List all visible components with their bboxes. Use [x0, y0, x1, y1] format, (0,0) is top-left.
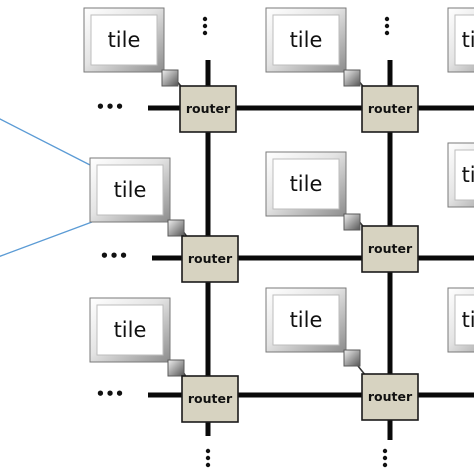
router-label: router	[186, 101, 231, 116]
ellipsis-top-col-1	[202, 16, 208, 36]
router-3: router	[181, 235, 239, 283]
dot	[382, 462, 388, 468]
tile-connector	[343, 213, 361, 231]
tile-6: tile	[447, 142, 474, 208]
router-4: router	[361, 225, 419, 273]
router-6: router	[361, 373, 419, 421]
router-label: router	[188, 251, 233, 266]
dot	[382, 448, 388, 454]
tile-label: tile	[290, 28, 323, 52]
dot	[202, 16, 208, 22]
tiles: tile tile tile tile tile tile tile tile tile	[83, 7, 474, 377]
router-box	[179, 85, 237, 133]
router-5: router	[181, 375, 239, 423]
tile-label: tile	[462, 308, 474, 332]
router-box	[181, 235, 239, 283]
dot	[202, 30, 208, 36]
tile-5: tile	[265, 151, 361, 231]
tile-7: tile	[89, 297, 185, 377]
ellipsis-left-row-1: •••	[96, 98, 125, 116]
dot	[382, 455, 388, 461]
continuation-dots: ••• ••• •••	[96, 16, 390, 468]
callout-line-top	[0, 118, 93, 167]
tile-face	[272, 14, 340, 66]
dot	[384, 23, 390, 29]
dot	[384, 30, 390, 36]
tile-8: tile	[265, 287, 361, 367]
router-2: router	[361, 85, 419, 133]
tile-label: tile	[290, 172, 323, 196]
tile-label: tile	[462, 163, 474, 187]
tile-4: tile	[89, 157, 185, 237]
tile-face	[454, 14, 474, 66]
callout-line-bottom	[0, 221, 93, 257]
tile-face	[96, 304, 164, 356]
tile-9: tile	[447, 287, 474, 353]
router-label: router	[368, 241, 413, 256]
tile-face	[454, 294, 474, 346]
tile-label: tile	[290, 308, 323, 332]
tile-connector	[167, 359, 185, 377]
tile-connector	[161, 69, 179, 87]
tile-label: tile	[114, 318, 147, 342]
router-label: router	[368, 389, 413, 404]
tile-2: tile	[265, 7, 361, 87]
ellipsis-left-row-2: •••	[100, 247, 129, 265]
router-box	[361, 373, 419, 421]
dot	[205, 462, 211, 468]
ellipsis-bottom-col-1	[205, 448, 211, 468]
tile-connector	[343, 69, 361, 87]
callout-lines	[0, 118, 93, 257]
tile-label: tile	[462, 28, 474, 52]
router-1: router	[179, 85, 237, 133]
router-label: router	[368, 101, 413, 116]
tile-label: tile	[114, 178, 147, 202]
dot	[384, 16, 390, 22]
dot	[205, 448, 211, 454]
ellipsis-top-col-2	[384, 16, 390, 36]
router-label: router	[188, 391, 233, 406]
router-box	[181, 375, 239, 423]
tile-face	[454, 149, 474, 201]
tile-face	[272, 294, 340, 346]
router-box	[361, 85, 419, 133]
dot	[205, 455, 211, 461]
tile-face	[272, 158, 340, 210]
dot	[202, 23, 208, 29]
ellipsis-left-row-3: •••	[96, 385, 125, 403]
router-box	[361, 225, 419, 273]
tile-connector	[343, 349, 361, 367]
tile-3: tile	[447, 7, 474, 73]
tile-face	[90, 14, 158, 66]
ellipsis-bottom-col-2	[382, 448, 388, 468]
tile-connector	[167, 219, 185, 237]
tile-label: tile	[108, 28, 141, 52]
routers: router router router router router router	[179, 85, 419, 423]
tile-1: tile	[83, 7, 179, 87]
tile-face	[96, 164, 164, 216]
